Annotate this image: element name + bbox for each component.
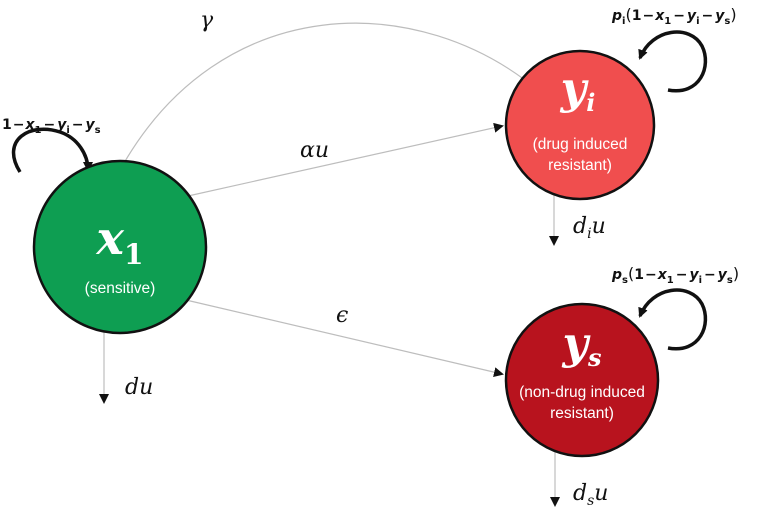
- self-loop-x1-label: 1−x1−yi−ys: [2, 117, 101, 136]
- edge-alpha-u: [187, 122, 504, 197]
- self-loop-yi-label: pi(1−x1−yi−ys): [611, 5, 737, 27]
- self-loop-ys: [638, 288, 708, 351]
- edge-gamma-label: γ: [200, 8, 214, 33]
- node-yi: yi (drug induced resistant): [504, 49, 656, 201]
- edge-decay-ys-label: dsu: [573, 481, 608, 509]
- self-loop-ys-label: ps(1−x1−yi−ys): [611, 264, 739, 286]
- node-ys: ys (non-drug induced resistant): [504, 302, 660, 458]
- edge-alpha-u-label: αu: [300, 138, 329, 163]
- self-loop-yi: [638, 30, 708, 93]
- edge-decay-x1-label: du: [125, 375, 153, 400]
- node-ys-description-line1: (non-drug induced: [519, 384, 645, 401]
- node-yi-circle: [504, 49, 656, 201]
- node-yi-symbol: yi: [560, 63, 596, 117]
- edge-decay-yi-label: diu: [573, 214, 606, 242]
- node-yi-description-line1: (drug induced: [533, 136, 628, 153]
- node-ys-description-line2: resistant): [550, 405, 614, 422]
- node-x1-description: (sensitive): [85, 280, 156, 297]
- node-x1: x1 (sensitive): [32, 159, 208, 335]
- node-yi-description-line2: resistant): [548, 157, 612, 174]
- node-x1-symbol: x1: [96, 211, 144, 271]
- edge-gamma: [119, 22, 541, 172]
- self-loop-x1: [11, 127, 93, 173]
- edge-epsilon-label: ϵ: [336, 303, 348, 328]
- node-x1-circle: [32, 159, 208, 335]
- edge-epsilon: [185, 299, 504, 378]
- node-ys-circle: [504, 302, 660, 458]
- node-ys-symbol: ys: [561, 318, 602, 372]
